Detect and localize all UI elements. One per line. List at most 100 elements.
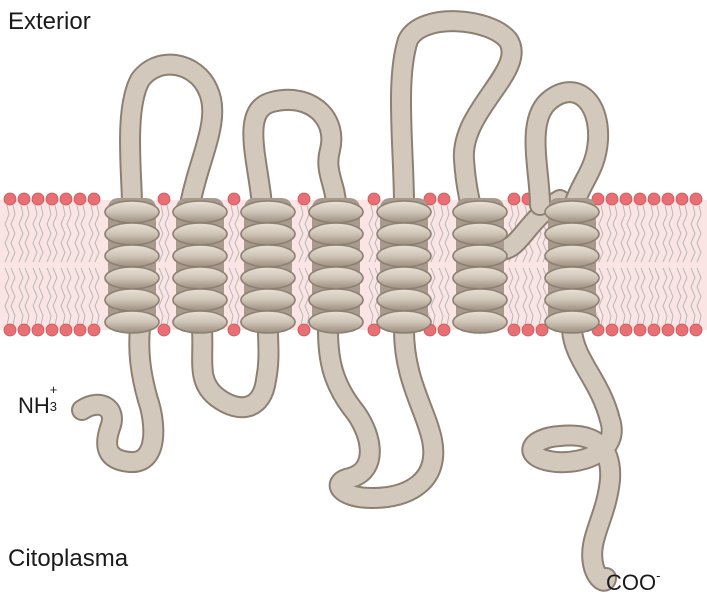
lipid-head xyxy=(368,193,380,205)
exterior-label: Exterior xyxy=(8,8,91,36)
lipid-head xyxy=(4,324,16,336)
helix-turn xyxy=(241,201,295,223)
lipid-head xyxy=(88,193,100,205)
lipid-head xyxy=(60,193,72,205)
lipid-head xyxy=(662,324,674,336)
lipid-head xyxy=(690,193,702,205)
lipid-head xyxy=(18,193,30,205)
helix-turn xyxy=(105,245,159,267)
helix-turn xyxy=(173,267,227,289)
helix-6 xyxy=(453,198,507,333)
lipid-head xyxy=(228,193,240,205)
lipid-head xyxy=(298,193,310,205)
lipid-head xyxy=(522,324,534,336)
extracellular-loop-1 xyxy=(130,65,212,205)
lipid-head xyxy=(634,324,646,336)
helix-turn xyxy=(545,223,599,245)
helix-turn xyxy=(453,311,507,333)
lipid-head xyxy=(438,324,450,336)
helix-3 xyxy=(241,198,295,333)
cytoplasm-label: Citoplasma xyxy=(8,545,128,573)
helix-turn xyxy=(309,311,363,333)
c-terminus-charge: - xyxy=(656,568,660,583)
lipid-head xyxy=(18,324,30,336)
lipid-head xyxy=(634,193,646,205)
helix-turn xyxy=(105,311,159,333)
helix-turn xyxy=(105,223,159,245)
helix-turn xyxy=(309,267,363,289)
lipid-head xyxy=(690,324,702,336)
helix-turn xyxy=(545,245,599,267)
helix-turn xyxy=(105,289,159,311)
lipid-head xyxy=(4,193,16,205)
helix-turn xyxy=(241,289,295,311)
helix-turn xyxy=(173,223,227,245)
c-terminal-tail xyxy=(532,330,611,581)
helix-turn xyxy=(545,267,599,289)
lipid-head xyxy=(648,324,660,336)
helix-turn xyxy=(173,245,227,267)
n-terminus-label: NH+3 xyxy=(18,391,62,419)
lipid-head xyxy=(46,193,58,205)
lipid-head xyxy=(74,324,86,336)
helix-turn xyxy=(377,289,431,311)
n-terminus-charge: + xyxy=(50,382,58,397)
helix-turn xyxy=(309,245,363,267)
c-terminus-label: COO- xyxy=(606,568,660,596)
helix-turn xyxy=(377,223,431,245)
helix-turn xyxy=(453,245,507,267)
helix-turn xyxy=(173,289,227,311)
c-terminus-base: COO xyxy=(606,570,656,595)
helix-turn xyxy=(453,201,507,223)
lipid-head xyxy=(88,324,100,336)
lipid-head xyxy=(620,193,632,205)
lipid-head xyxy=(648,193,660,205)
lipid-head xyxy=(158,324,170,336)
helix-turn xyxy=(241,267,295,289)
helix-turn xyxy=(453,289,507,311)
helix-7 xyxy=(545,198,599,333)
lipid-head xyxy=(620,324,632,336)
lipid-head xyxy=(676,324,688,336)
lipid-head xyxy=(46,324,58,336)
helix-turn xyxy=(377,267,431,289)
helix-turn xyxy=(309,289,363,311)
lipid-head xyxy=(298,324,310,336)
helix-turn xyxy=(545,311,599,333)
lipid-head xyxy=(60,324,72,336)
helix-turn xyxy=(309,223,363,245)
n-terminus-subscript: 3 xyxy=(50,399,57,414)
helix-turn xyxy=(453,267,507,289)
helix-turn xyxy=(377,245,431,267)
n-terminus-scripts: +3 xyxy=(50,391,62,413)
helix-1 xyxy=(105,198,159,333)
helix-turn xyxy=(453,223,507,245)
helix-turn xyxy=(377,311,431,333)
helix-turn xyxy=(241,311,295,333)
helix-turn xyxy=(377,201,431,223)
helix-turn xyxy=(545,289,599,311)
lipid-head xyxy=(438,193,450,205)
lipid-head xyxy=(606,193,618,205)
helix-turn xyxy=(173,311,227,333)
lipid-head xyxy=(508,324,520,336)
helix-5 xyxy=(377,198,431,333)
helix-turn xyxy=(105,201,159,223)
helix-4 xyxy=(309,198,363,333)
helix-turn xyxy=(241,245,295,267)
lipid-head xyxy=(606,324,618,336)
helix-2 xyxy=(173,198,227,333)
lipid-head xyxy=(676,193,688,205)
lipid-head xyxy=(32,324,44,336)
helix-turn xyxy=(105,267,159,289)
lipid-head xyxy=(158,193,170,205)
helix-turn xyxy=(309,201,363,223)
lipid-head xyxy=(32,193,44,205)
lipid-head xyxy=(74,193,86,205)
lipid-head xyxy=(662,193,674,205)
helix-turn xyxy=(241,223,295,245)
lipid-head xyxy=(508,193,520,205)
helix-turn xyxy=(545,201,599,223)
